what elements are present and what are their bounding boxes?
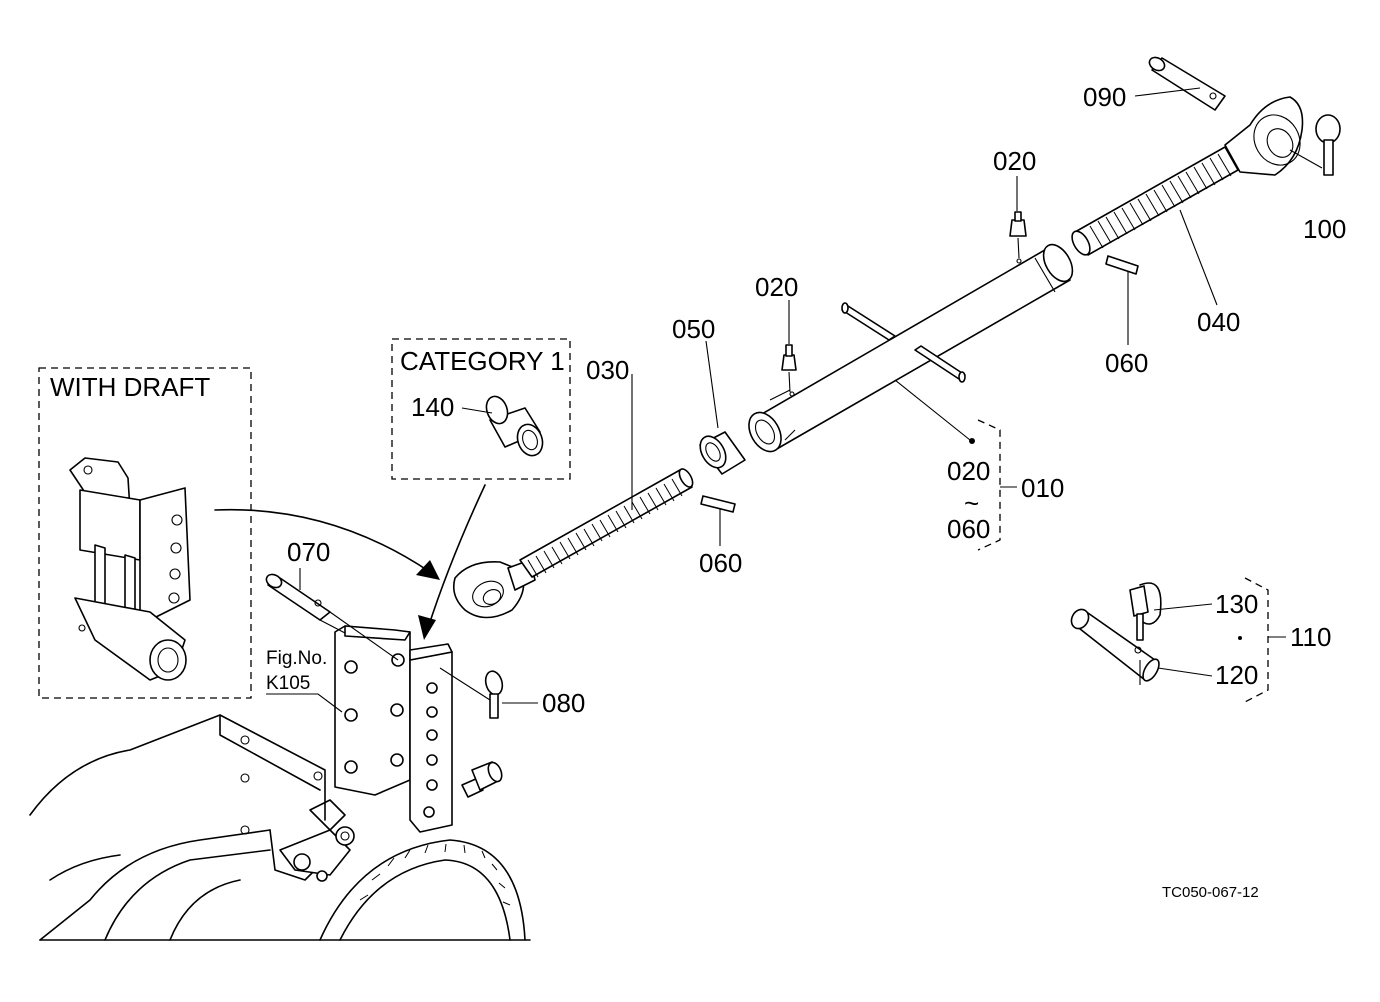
part-label-130: 130 [1215, 589, 1258, 619]
part-label-060-range: 060 [947, 514, 990, 544]
pin-090 [1134, 56, 1226, 111]
drawing-code: TC050-067-12 [1162, 884, 1259, 901]
arrow-category [418, 484, 486, 640]
arrow-draft [214, 508, 440, 580]
nut-050 [699, 340, 746, 475]
part-label-040: 040 [1197, 307, 1240, 337]
grease-fitting-020-top [1009, 176, 1027, 259]
pin-assembly-110 [1070, 577, 1286, 703]
part-label-020-mid: 020 [755, 272, 798, 302]
range-tilde: ~ [964, 488, 979, 518]
pin-080 [439, 667, 538, 719]
part-label-090: 090 [1083, 82, 1126, 112]
part-label-060-right: 060 [1105, 348, 1148, 378]
part-label-020-top: 020 [993, 146, 1036, 176]
rod-030-threads [527, 478, 683, 578]
with-draft-box: WITH DRAFT [38, 367, 252, 699]
part-label-010: 010 [1021, 473, 1064, 503]
with-draft-label: WITH DRAFT [50, 372, 210, 402]
draft-bracket-illustration [69, 457, 191, 681]
main-tube-010 [748, 243, 1074, 453]
part-label-070: 070 [287, 537, 330, 567]
part-label-120: 120 [1215, 660, 1258, 690]
part-label-080: 080 [542, 688, 585, 718]
spring-pin-060-right [1105, 255, 1139, 345]
rod-end-030 [452, 374, 694, 619]
grease-fitting-020-mid [781, 300, 797, 393]
fig-ref-line1: Fig.No. [266, 648, 327, 669]
pin-100 [1289, 114, 1341, 176]
spring-pin-060-left [700, 495, 736, 546]
part-label-020-range: 020 [947, 456, 990, 486]
part-label-050: 050 [672, 314, 715, 344]
part-label-030: 030 [586, 355, 629, 385]
part-label-100: 100 [1303, 214, 1346, 244]
part-label-140: 140 [411, 392, 454, 422]
top-link-bracket [334, 625, 453, 833]
category-box: CATEGORY 1 140 [391, 338, 571, 480]
fig-ref-line2: K105 [266, 673, 310, 694]
bushing-140 [485, 395, 544, 457]
rod-040-threads [1089, 153, 1232, 249]
bracket-bolt [461, 761, 503, 798]
rod-end-040 [1071, 96, 1304, 306]
range-bracket-010 [977, 419, 1017, 551]
part-label-110: 110 [1290, 622, 1331, 652]
tractor-rear-housing [29, 714, 531, 941]
category-label: CATEGORY 1 [400, 346, 565, 376]
part-label-060-left: 060 [699, 548, 742, 578]
pin-070 [265, 568, 399, 661]
